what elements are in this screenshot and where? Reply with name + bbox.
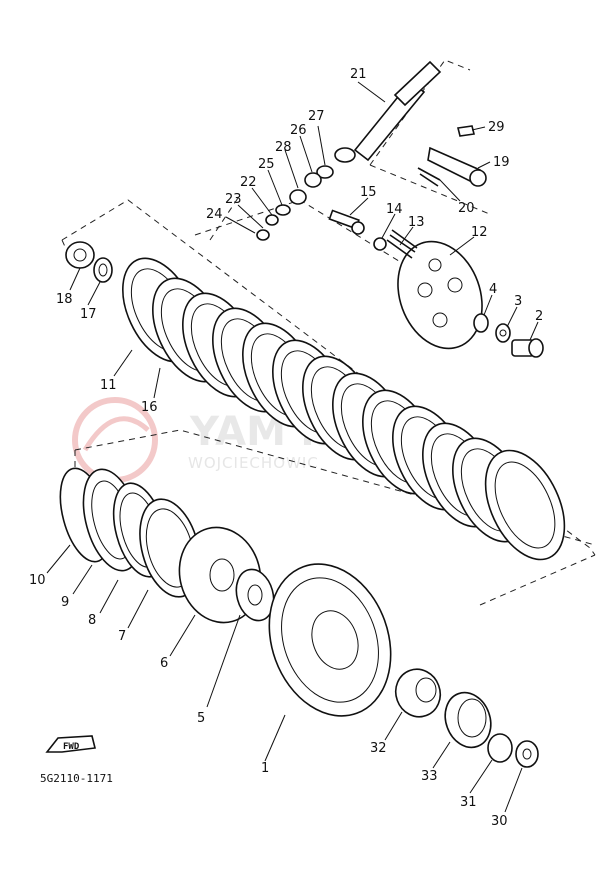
label-17: 17 [80, 307, 97, 322]
label-30: 30 [491, 814, 508, 829]
label-3: 3 [514, 294, 522, 309]
label-7: 7 [118, 629, 126, 644]
label-29: 29 [488, 120, 505, 135]
label-18: 18 [56, 292, 73, 307]
label-26: 26 [290, 123, 307, 138]
clutch-plate-stack [122, 257, 566, 561]
label-24: 24 [206, 207, 223, 222]
label-33: 33 [421, 769, 438, 784]
label-23: 23 [225, 192, 242, 207]
fwd-text: FWD [63, 742, 80, 752]
label-20: 20 [458, 201, 475, 216]
pressure-plate-12 [397, 240, 483, 350]
label-2: 2 [535, 309, 543, 324]
bearing-parts-30-33 [394, 668, 539, 768]
washer-17 [93, 257, 113, 283]
label-15: 15 [360, 185, 377, 200]
bearing-18 [65, 241, 95, 269]
label-31: 31 [460, 795, 477, 810]
label-19: 19 [493, 155, 510, 170]
label-10: 10 [29, 573, 46, 588]
lever-19-20 [417, 125, 487, 187]
label-16: 16 [141, 400, 158, 415]
primary-driven-gear-1 [268, 563, 392, 717]
label-11: 11 [100, 378, 117, 393]
watermark-subtext: WOJCIECHOWIC [188, 454, 319, 472]
label-8: 8 [88, 613, 96, 628]
label-14: 14 [386, 202, 403, 217]
label-1: 1 [261, 761, 269, 776]
label-12: 12 [471, 225, 488, 240]
label-6: 6 [160, 656, 168, 671]
drawing-code: 5G2110-1171 [40, 772, 113, 785]
push-rod-assembly [256, 60, 442, 241]
label-27: 27 [308, 109, 325, 124]
label-9: 9 [61, 595, 69, 610]
fwd-badge: FWD [45, 735, 96, 753]
label-22: 22 [240, 175, 257, 190]
part-number-labels: 21 29 19 20 27 26 28 25 22 23 24 15 14 1… [29, 67, 543, 829]
label-4: 4 [489, 282, 497, 297]
label-13: 13 [408, 215, 425, 230]
label-21: 21 [350, 67, 367, 82]
leader-lines [46, 81, 539, 813]
label-28: 28 [275, 140, 292, 155]
washer-5 [235, 568, 275, 622]
label-25: 25 [258, 157, 275, 172]
label-5: 5 [197, 711, 205, 726]
label-32: 32 [370, 741, 387, 756]
